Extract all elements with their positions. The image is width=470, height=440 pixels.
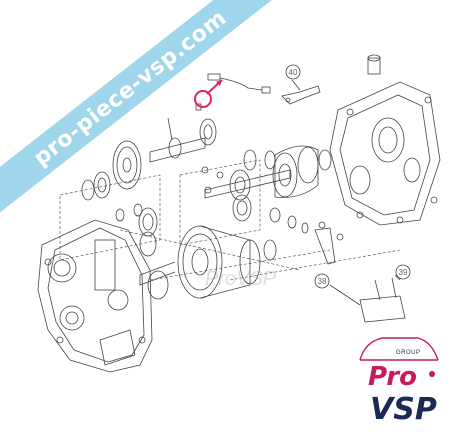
left-housing <box>37 219 153 373</box>
center-shaft <box>201 149 309 234</box>
callout-circle-38 <box>314 273 330 289</box>
explosion-lines <box>59 159 401 281</box>
callout-label-38: 38 <box>318 277 327 286</box>
callout-label-39: 39 <box>399 268 408 277</box>
right-housing <box>329 54 441 226</box>
bracket-part-40 <box>281 79 321 105</box>
callout-label-40: 40 <box>289 68 298 77</box>
upper-shaft-gears <box>112 103 217 190</box>
chain-sprockets <box>272 145 332 198</box>
shift-lever <box>314 221 344 265</box>
highlight-marker <box>194 79 223 108</box>
sensor-wire <box>207 73 271 94</box>
support-bracket-parts <box>329 274 406 323</box>
callout-circle-39 <box>395 264 411 280</box>
logo-group-label: GROUP <box>396 350 421 356</box>
logo-car-icon <box>359 337 439 377</box>
differential-crown-gear <box>139 225 277 299</box>
callout-circle-40 <box>285 64 301 80</box>
left-small-gears <box>81 171 169 300</box>
logo-vsp-text: VSP <box>370 392 437 427</box>
logo-pro-text: Pro <box>368 362 417 392</box>
watermark: ProVSP <box>205 268 277 290</box>
